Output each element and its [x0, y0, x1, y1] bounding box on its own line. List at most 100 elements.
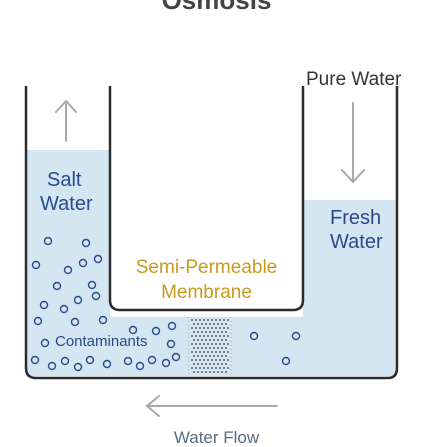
membrane-dot	[203, 327, 205, 329]
membrane-dot	[195, 327, 197, 329]
membrane-dot	[199, 367, 201, 369]
membrane-dot	[201, 339, 203, 341]
contaminant-particle	[70, 317, 80, 327]
membrane-dot	[209, 323, 211, 325]
membrane-dot	[219, 367, 221, 369]
membrane-dot	[201, 371, 203, 373]
membrane-dot	[193, 363, 195, 365]
membrane-dot	[221, 347, 223, 349]
membrane-dot	[207, 335, 209, 337]
membrane-dot	[195, 319, 197, 321]
membrane-dot	[209, 347, 211, 349]
membrane-dot	[203, 367, 205, 369]
membrane-dot	[221, 355, 223, 357]
fresh-water-label-line1: Fresh	[330, 207, 382, 229]
contaminant-particle	[78, 258, 88, 268]
membrane-dot	[197, 339, 199, 341]
membrane-dot	[199, 351, 201, 353]
membrane-dot	[213, 331, 215, 333]
contaminant-particle	[60, 356, 70, 366]
contaminant-particle	[102, 359, 112, 369]
membrane-dot	[217, 347, 219, 349]
membrane-dot	[197, 355, 199, 357]
membrane-dot	[205, 363, 207, 365]
membrane-dot	[217, 355, 219, 357]
membrane-dot	[207, 343, 209, 345]
membrane-dot	[213, 355, 215, 357]
contaminant-particle	[59, 304, 69, 314]
membrane-dot	[213, 363, 215, 365]
contaminant-particle	[147, 355, 157, 365]
contaminant-particle	[98, 315, 108, 325]
membrane-dot	[191, 359, 193, 361]
membrane-dot	[215, 367, 217, 369]
divider-wall	[108, 86, 305, 312]
membrane-dot	[199, 327, 201, 329]
membrane-dot	[225, 347, 227, 349]
membrane-dot	[195, 343, 197, 345]
membrane-dot	[225, 323, 227, 325]
membrane-dot	[201, 323, 203, 325]
contaminant-particle	[33, 316, 43, 326]
membrane-dot	[219, 359, 221, 361]
membrane-dot	[197, 323, 199, 325]
up-arrow-icon	[55, 99, 77, 142]
membrane-dot	[213, 323, 215, 325]
membrane-dot	[195, 351, 197, 353]
contaminant-particle	[52, 281, 62, 291]
membrane-dot	[215, 359, 217, 361]
membrane-dot	[221, 323, 223, 325]
membrane-dot	[221, 363, 223, 365]
contaminant-particle	[73, 295, 83, 305]
contaminant-particle	[30, 355, 40, 365]
membrane-dot	[221, 331, 223, 333]
membrane-dot	[227, 319, 229, 321]
membrane-dot	[225, 355, 227, 357]
membrane-dot	[227, 359, 229, 361]
salt-water-label-line1: Salt	[47, 169, 82, 191]
membrane-dot	[225, 331, 227, 333]
membrane-dot	[191, 335, 193, 337]
membrane-dot	[199, 359, 201, 361]
membrane-dot	[199, 343, 201, 345]
membrane-dot	[199, 335, 201, 337]
membrane-dot	[215, 351, 217, 353]
membrane-dot	[205, 347, 207, 349]
membrane-dot	[191, 343, 193, 345]
diagram-graphics	[24, 86, 399, 417]
contaminant-particle	[171, 352, 181, 362]
membrane-dot	[203, 343, 205, 345]
contaminant-particle	[93, 254, 103, 264]
contaminant-particle	[151, 326, 161, 336]
membrane-dot	[223, 367, 225, 369]
membrane-dot	[227, 343, 229, 345]
membrane-dot	[213, 347, 215, 349]
contaminant-particle	[31, 260, 41, 270]
fresh-water-label-line2: Water	[330, 231, 383, 253]
membrane-dot	[191, 319, 193, 321]
membrane-dot	[193, 331, 195, 333]
membrane-dot	[195, 359, 197, 361]
membrane-dot	[195, 335, 197, 337]
membrane-dot	[191, 367, 193, 369]
membrane-dot	[211, 343, 213, 345]
membrane-dot	[209, 331, 211, 333]
membrane-dot	[193, 339, 195, 341]
membrane-dot	[201, 331, 203, 333]
contaminant-particle	[43, 236, 53, 246]
membrane-dot	[201, 363, 203, 365]
membrane-dot	[223, 319, 225, 321]
contaminant-particle	[87, 280, 97, 290]
membrane-dot	[193, 355, 195, 357]
contaminant-particle	[47, 361, 57, 371]
membrane-dot	[211, 351, 213, 353]
contaminant-particle	[81, 238, 91, 248]
membrane-dot	[193, 347, 195, 349]
membrane-dot	[227, 351, 229, 353]
membrane-dot	[217, 339, 219, 341]
membrane-label-line2: Membrane	[161, 282, 252, 303]
membrane-dot	[203, 359, 205, 361]
membrane-dot	[227, 335, 229, 337]
membrane-dot	[215, 335, 217, 337]
membrane-dot	[221, 339, 223, 341]
